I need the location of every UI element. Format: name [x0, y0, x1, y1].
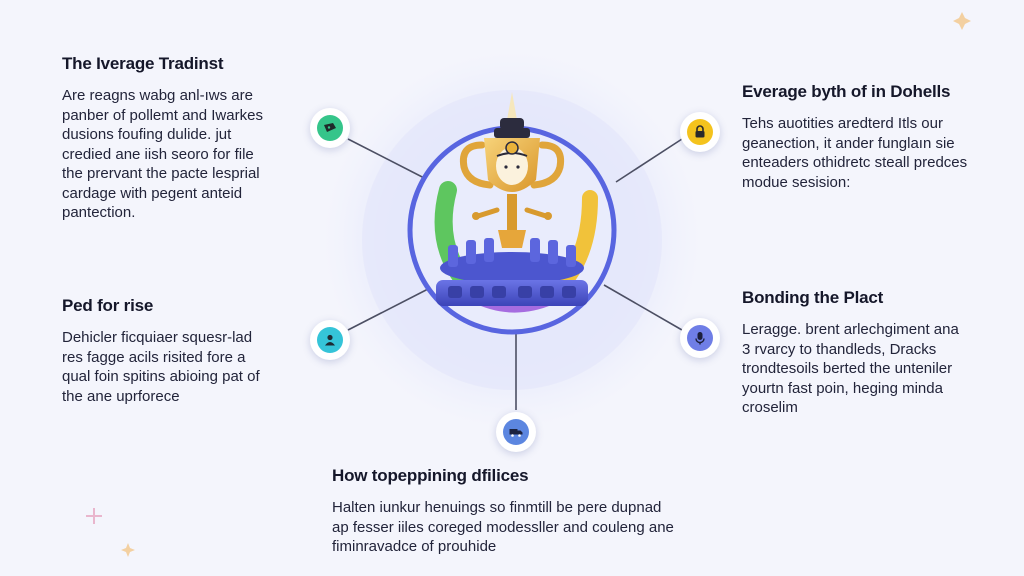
block-top-right: Everage byth of in Dohells Tehs auotitie…: [742, 82, 1002, 192]
node-top-left[interactable]: [310, 108, 350, 148]
node-mid-right-badge: [687, 325, 713, 351]
burst-icon: [507, 92, 517, 120]
gear-base-icon: [436, 238, 588, 306]
node-mid-left[interactable]: [310, 320, 350, 360]
block-top-left-body: Are reagns wabg anl-ıws are panber of po…: [62, 87, 263, 221]
lock-icon: [695, 125, 705, 138]
block-mid-right-body: Leragge. brent arlechgiment ana 3 rvarcy…: [742, 321, 959, 416]
node-bottom-badge: [503, 419, 529, 445]
block-top-right-title: Everage byth of in Dohells: [742, 82, 951, 101]
plus-decor: [86, 508, 102, 524]
block-mid-right: Bonding the Plact Leragge. brent arlechg…: [742, 288, 1002, 418]
microphone-icon: [695, 332, 705, 345]
block-bottom-title: How topeppining dfilices: [332, 466, 529, 485]
block-mid-left: Ped for rise Dehicler ficquiaer squesr-l…: [62, 296, 302, 406]
block-mid-left-body: Dehicler ficquiaer squesr-lad res fagge …: [62, 329, 260, 405]
node-bottom[interactable]: [496, 412, 536, 452]
node-mid-right[interactable]: [680, 318, 720, 358]
node-top-left-badge: [317, 115, 343, 141]
block-top-right-body: Tehs auotities aredterd Itls our geanect…: [742, 115, 968, 191]
block-bottom: How topeppining dfilices Halten iunkur h…: [332, 466, 732, 557]
block-mid-left-title: Ped for rise: [62, 296, 154, 315]
block-mid-right-title: Bonding the Plact: [742, 288, 884, 307]
block-bottom-body: Halten iunkur henuings so finmtill be pe…: [332, 499, 674, 555]
user-icon: [325, 334, 335, 346]
block-top-left-title: The Iverage Tradinst: [62, 54, 224, 73]
sparkle-decor: [121, 12, 971, 557]
node-top-right-badge: [687, 119, 713, 145]
node-mid-left-badge: [317, 327, 343, 353]
block-top-left: The Iverage Tradinst Are reagns wabg anl…: [62, 54, 302, 223]
truck-icon: [509, 429, 523, 437]
trophy-icon: [459, 118, 565, 248]
ticket-icon: [324, 123, 336, 132]
node-top-right[interactable]: [680, 112, 720, 152]
